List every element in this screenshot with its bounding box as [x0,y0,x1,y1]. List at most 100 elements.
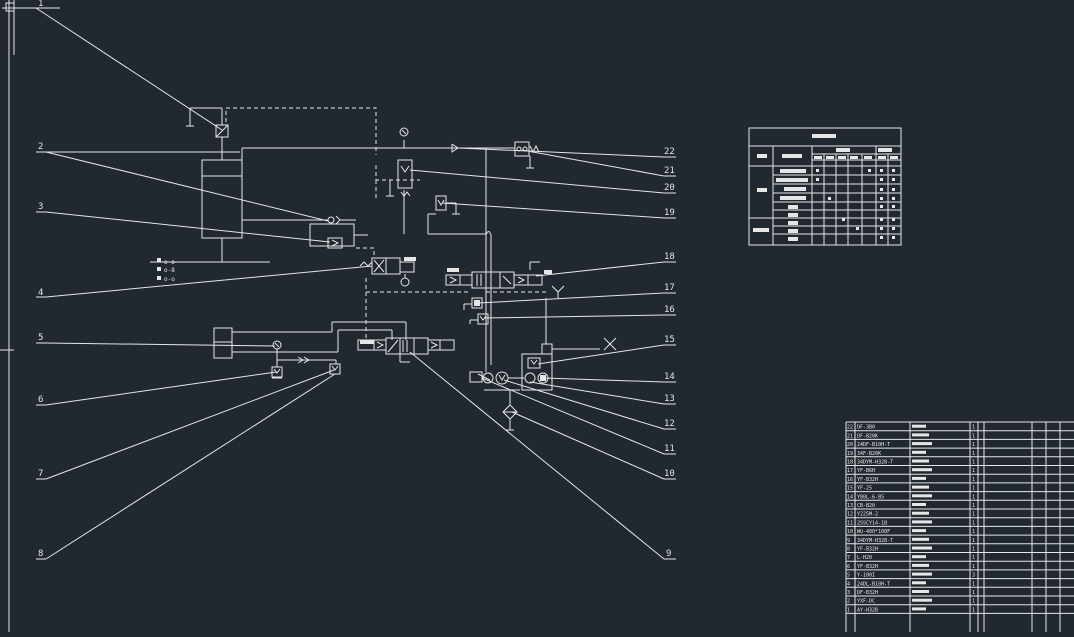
bom-row-qty: 1 [972,442,975,448]
action-sequence-table [748,127,902,246]
bom-row-number: 6 [847,564,850,570]
bom-row-qty: 3 [972,573,975,579]
bom-row-name-glyphs [912,581,926,585]
bom-row-code: YF-B32H [857,564,878,570]
bom-row-number: 11 [847,520,853,526]
bom-row-number: 16 [847,477,853,483]
bom-row-name-glyphs [912,520,932,524]
callout-20: 20 [664,183,675,193]
solenoid-valve-21 [514,141,540,169]
directional-valve-4 [359,257,416,287]
pressure-valves-6-7 [271,356,341,379]
svg-text:o-o: o-o [164,259,175,266]
bom-row-code: YF-B32H [857,547,878,553]
callout-5: 5 [38,333,43,343]
bom-row-code: DF-B20K [857,433,878,439]
bom-row-number: 3 [847,590,850,596]
callout-13: 13 [664,394,675,404]
callout-8: 8 [38,549,43,559]
callout-12: 12 [664,419,675,429]
bom-row-qty: 1 [972,529,975,535]
hydraulic-cylinder-vertical [150,148,270,263]
bom-row-qty: 1 [972,538,975,544]
pilot-valve-top [186,107,229,160]
bom-row-number: 13 [847,503,853,509]
bom-row-number: 2 [847,599,850,605]
bom-row-qty: 1 [972,503,975,509]
bom-row-qty: 1 [972,512,975,518]
bom-row-qty: 1 [972,468,975,474]
bom-row-qty: 1 [972,494,975,500]
bom-row-number: 7 [847,555,850,561]
leader-lines [35,7,676,560]
bom-row-code: DF-B32H [857,590,878,596]
bom-row-qty: 1 [972,425,975,431]
bom-row-qty: 1 [972,486,975,492]
bom-row-name-glyphs [912,503,926,506]
bom-row-qty: 1 [972,599,975,605]
bom-row-code: 34DYM-H32B-T [857,538,893,544]
bom-row-qty: 1 [972,581,975,587]
callout-3: 3 [38,202,43,212]
callout-19: 19 [664,208,675,218]
bom-row-qty: 1 [972,555,975,561]
bom-row-name-glyphs [912,485,929,489]
callout-10: 10 [664,469,675,479]
bom-row-code: AY-H32B [857,607,878,613]
hydraulic-cylinder-horizontal [213,321,407,360]
callout-1: 1 [38,0,43,9]
bom-row-name-glyphs [912,494,932,498]
limit-switch-icons: o-o o-8 o-o [157,258,175,283]
bom-row-name-glyphs [912,546,932,550]
bom-row-number: 19 [847,451,853,457]
bom-row-number: 14 [847,494,853,500]
callout-15: 15 [664,335,675,345]
bom-row-qty: 1 [972,433,975,439]
bom-row-code: DF-3B0 [857,425,875,431]
callout-16: 16 [664,305,675,315]
callout-18: 18 [664,252,675,262]
bom-row-code: Y80L-6-B5 [857,494,884,500]
bom-row-name-glyphs [912,459,929,463]
relief-valve-19 [435,195,460,215]
bom-row-name-glyphs [912,433,929,437]
bom-row-name-glyphs [912,590,929,593]
bom-row-code: Y-100I [857,573,875,579]
callout-4: 4 [38,288,43,298]
bom-row-code: CB-B20 [857,503,875,509]
bom-row-code: WU-400*100F [857,529,890,535]
directional-valve-18 [445,261,565,298]
bom-row-number: 17 [847,468,853,474]
callout-22: 22 [664,147,675,157]
bom-row-code: YXF-DC [857,599,875,605]
bom-row-code: 24DF-B10H-T [857,442,890,448]
bom-row-number: 8 [847,547,850,553]
callout-14: 14 [664,372,675,382]
bom-row-number: 12 [847,512,853,518]
bom-row-code: L-H20 [857,555,872,561]
bom-row-code: YF-B6H [857,468,875,474]
bom-row-number: 20 [847,442,853,448]
callout-2: 2 [38,142,43,152]
valve-3 [309,223,368,249]
bom-row-code: 34F-B20K [857,451,881,457]
bom-row-qty: 1 [972,520,975,526]
pressure-valves-16-17 [463,297,489,325]
bom-row-code: 24DL-B10H-T [857,581,890,587]
bom-row-name-glyphs [912,598,932,602]
drawing-frame [0,0,60,632]
bom-row-name-glyphs [912,442,932,446]
callout-labels: 1 2 3 4 5 6 7 8 9 10 11 12 13 14 15 16 1… [38,0,675,559]
callout-7: 7 [38,469,43,479]
bom-row-name-glyphs [912,572,932,576]
main-pressure-lines [242,127,515,365]
svg-text:o-8: o-8 [164,267,175,274]
bom-row-qty: 1 [972,590,975,596]
bom-row-name-glyphs [912,607,926,611]
bom-row-qty: 1 [972,607,975,613]
bom-row-name-glyphs [912,468,932,472]
bom-row-number: 5 [847,573,850,579]
bom-row-number: 15 [847,486,853,492]
